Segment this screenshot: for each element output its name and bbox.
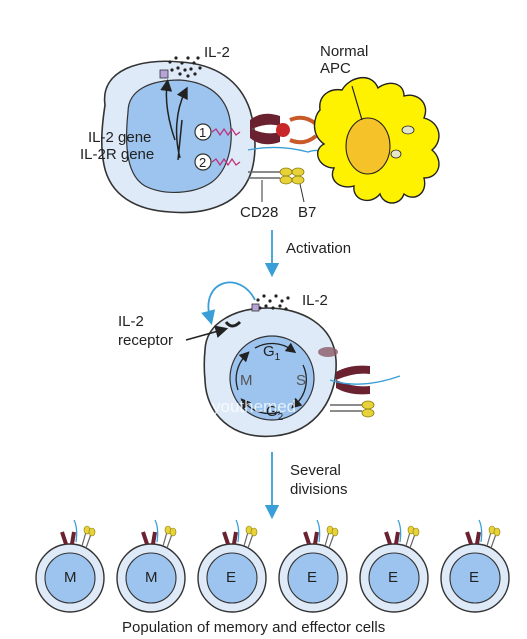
il2-gene-label: IL-2 gene [88,129,152,146]
signal-zigzags [211,127,241,167]
phase-m: M [240,372,253,389]
t-cell-middle [203,307,337,438]
step1-number: 1 [199,125,207,140]
progeny-cell [116,519,186,613]
apc-label-line2: APC [320,60,351,77]
phase-s: S [296,372,307,389]
progeny-cell [440,519,510,613]
middle-receptors [318,347,401,418]
phase-g2: G2 [266,403,284,423]
progeny-cell-letter: M [64,569,77,586]
progeny-cell-letter: E [307,569,318,586]
gene-arrows [160,79,188,161]
apc-cell [313,77,440,204]
step2-number: 2 [199,155,207,170]
b7-label: B7 [298,204,317,221]
progeny-cell-letter: E [388,569,399,586]
divisions-label-line2: divisions [290,481,348,498]
vesicle-middle [251,303,260,312]
divisions-label-line1: Several [290,462,341,479]
watermark: youthemed [212,397,297,416]
il2-label-top: IL-2 [204,44,230,61]
progeny-cell-letter: E [226,569,237,586]
receptor-label-line2: receptor [118,332,174,349]
il2-dots-middle [256,294,290,311]
receptor-label-line1: IL-2 [118,313,144,330]
progeny-cell [197,519,267,613]
il2r-gene-label: IL-2R gene [80,146,155,163]
progeny-cell-letter: M [145,569,158,586]
tcr-mhc-complex [250,113,318,145]
apc-label-line1: Normal [320,43,369,60]
il2-label-middle: IL-2 [302,292,328,309]
cd28-label: CD28 [240,204,279,221]
receptor-pointer [185,325,229,341]
progeny-cell-letter: E [469,569,480,586]
progeny-cell [359,519,429,613]
progeny-cells [35,519,510,613]
il2-receptor-shape [224,320,242,328]
secretion-vesicle [159,69,169,79]
caption: Population of memory and effector cells [122,619,386,636]
step-markers [194,123,212,171]
phase-g1: G1 [263,343,281,363]
progeny-cell [35,519,105,613]
activation-label: Activation [286,240,352,257]
autocrine-arrow [201,281,256,325]
cd28-b7-complex [247,146,329,203]
progeny-cell [278,519,348,613]
